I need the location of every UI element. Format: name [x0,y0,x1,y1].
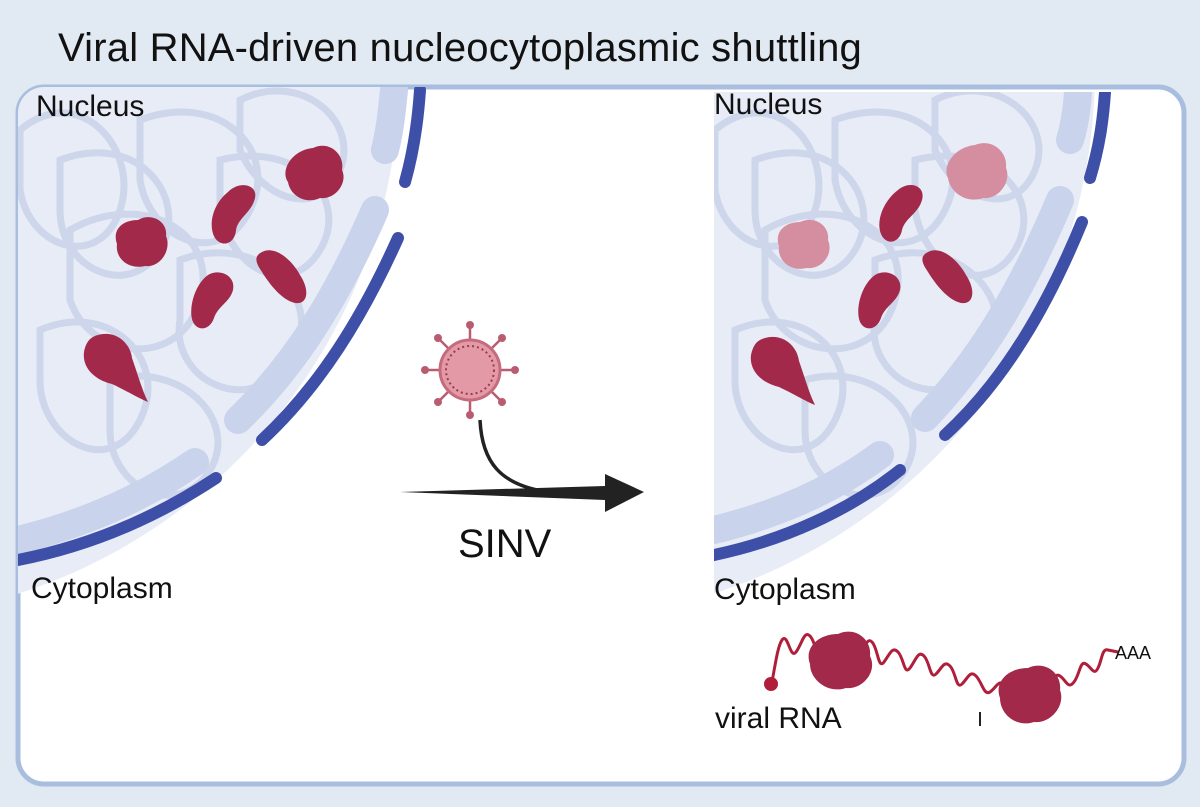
protein-blob [115,217,168,267]
protein-blob-faded [777,219,830,269]
right-nucleus-label: Nucleus [714,88,823,121]
right-cytoplasm-label: Cytoplasm [714,573,856,606]
left-envelope-outer-1 [399,87,426,188]
right-nucleus [714,92,1111,561]
protein-bean [191,272,234,329]
left-envelope-outer-2 [256,232,404,446]
protein-bean [922,250,973,304]
protein-teardrop [750,336,815,405]
left-cytoplasm-label: Cytoplasm [31,572,173,605]
sinv-label: SINV [458,522,552,566]
right-envelope-outer-2 [939,216,1088,441]
protein-bean [858,272,901,329]
left-envelope-inner-2 [224,196,389,434]
protein-blob [285,145,344,201]
right-envelope-outer-3 [714,464,906,561]
left-envelope-inner-1 [371,87,408,164]
left-nucleus-label: Nucleus [36,90,145,123]
sinv-virus [421,321,519,419]
left-proteins [83,145,344,402]
rna-cap [764,677,778,691]
right-envelope-inner-3 [714,441,894,544]
protein-teardrop [83,333,148,402]
protein-bean [256,250,307,304]
polya-label: AAA [1115,643,1152,663]
right-envelope-outer-1 [1084,92,1111,184]
left-envelope-inner-3 [18,448,209,554]
right-envelope-inner-1 [1056,92,1092,154]
right-proteins [750,143,1008,405]
figure-title: Viral RNA-driven nucleocytoplasmic shutt… [58,26,862,70]
protein-blob-faded [946,143,1008,200]
process-arrow [400,474,644,512]
rna-bound-protein [998,665,1062,724]
viral-rna-label: viral RNA [715,702,842,735]
protein-bean [211,185,256,244]
viral-rna [764,631,1119,726]
left-envelope-outer-3 [18,472,222,566]
right-envelope-inner-2 [911,186,1074,432]
rna-bound-protein [808,631,873,690]
protein-bean [879,185,923,242]
